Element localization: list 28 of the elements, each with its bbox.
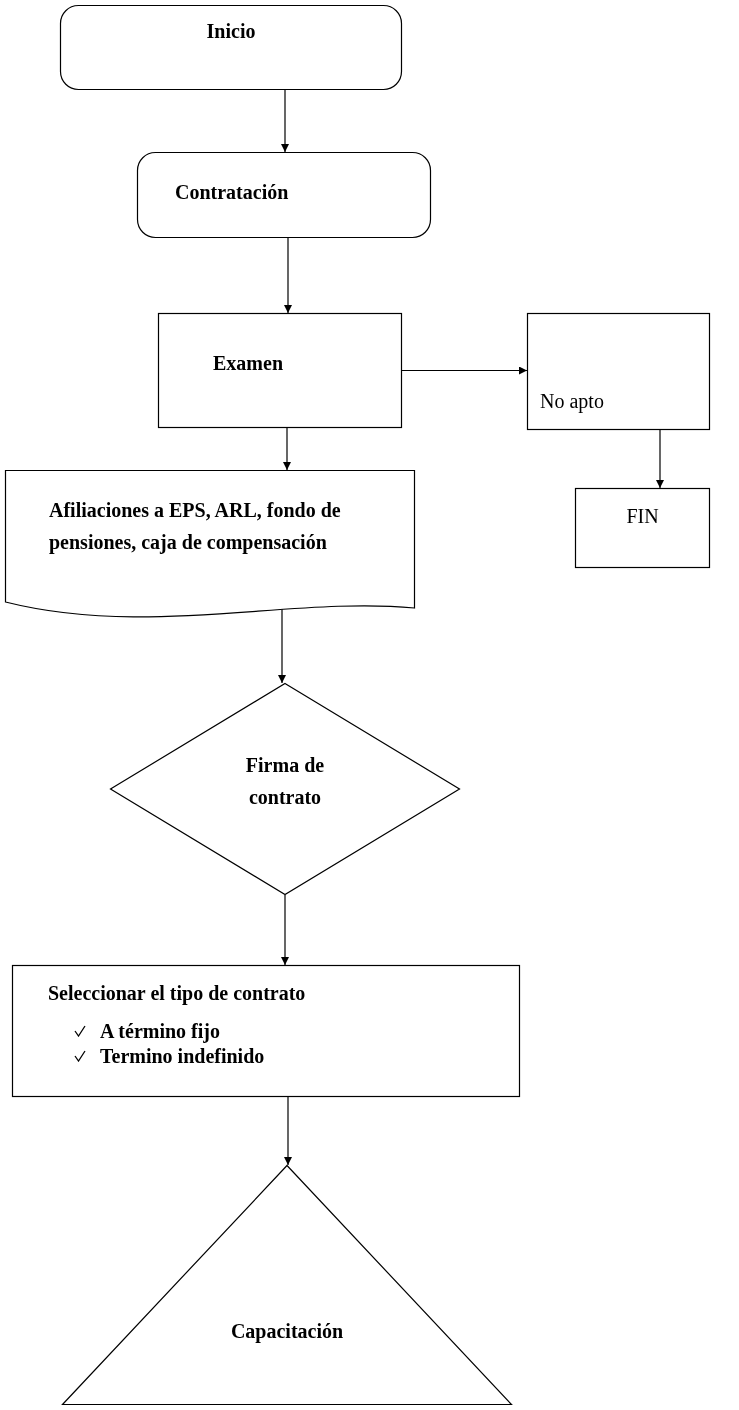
- document-shape: [4, 469, 416, 618]
- heading-text: Seleccionar el tipo de contrato: [48, 981, 307, 1007]
- arrow: [284, 1096, 292, 1166]
- node-label: No apto: [540, 389, 605, 415]
- node-label: Afiliaciones a EPS, ARL, fondo de pensiones, caja de compensación: [49, 498, 342, 556]
- triangle-shape: [61, 1164, 513, 1406]
- process-box: [157, 312, 403, 429]
- process-box: [526, 312, 711, 431]
- arrow: [283, 427, 291, 471]
- node-label: Firma de contrato: [244, 753, 326, 810]
- end-box: [574, 487, 711, 569]
- arrow: [656, 429, 664, 489]
- start-terminal: [59, 4, 403, 91]
- arrow: [284, 237, 292, 314]
- decision-diamond: [109, 682, 461, 896]
- process-box: [11, 964, 521, 1098]
- node-label: Examen: [213, 351, 284, 376]
- list-item-text: A término fijo: [100, 1019, 221, 1045]
- node-label: Capacitación: [229, 1319, 345, 1345]
- node-label: Contratación: [175, 180, 290, 205]
- arrow: [278, 608, 286, 684]
- node-label: Inicio: [205, 19, 257, 44]
- arrow: [281, 894, 289, 966]
- arrow: [401, 366, 528, 375]
- arrow: [281, 89, 289, 153]
- node-label: FIN: [625, 504, 660, 529]
- process-box: [136, 151, 432, 239]
- list-item-text: Termino indefinido: [100, 1044, 266, 1069]
